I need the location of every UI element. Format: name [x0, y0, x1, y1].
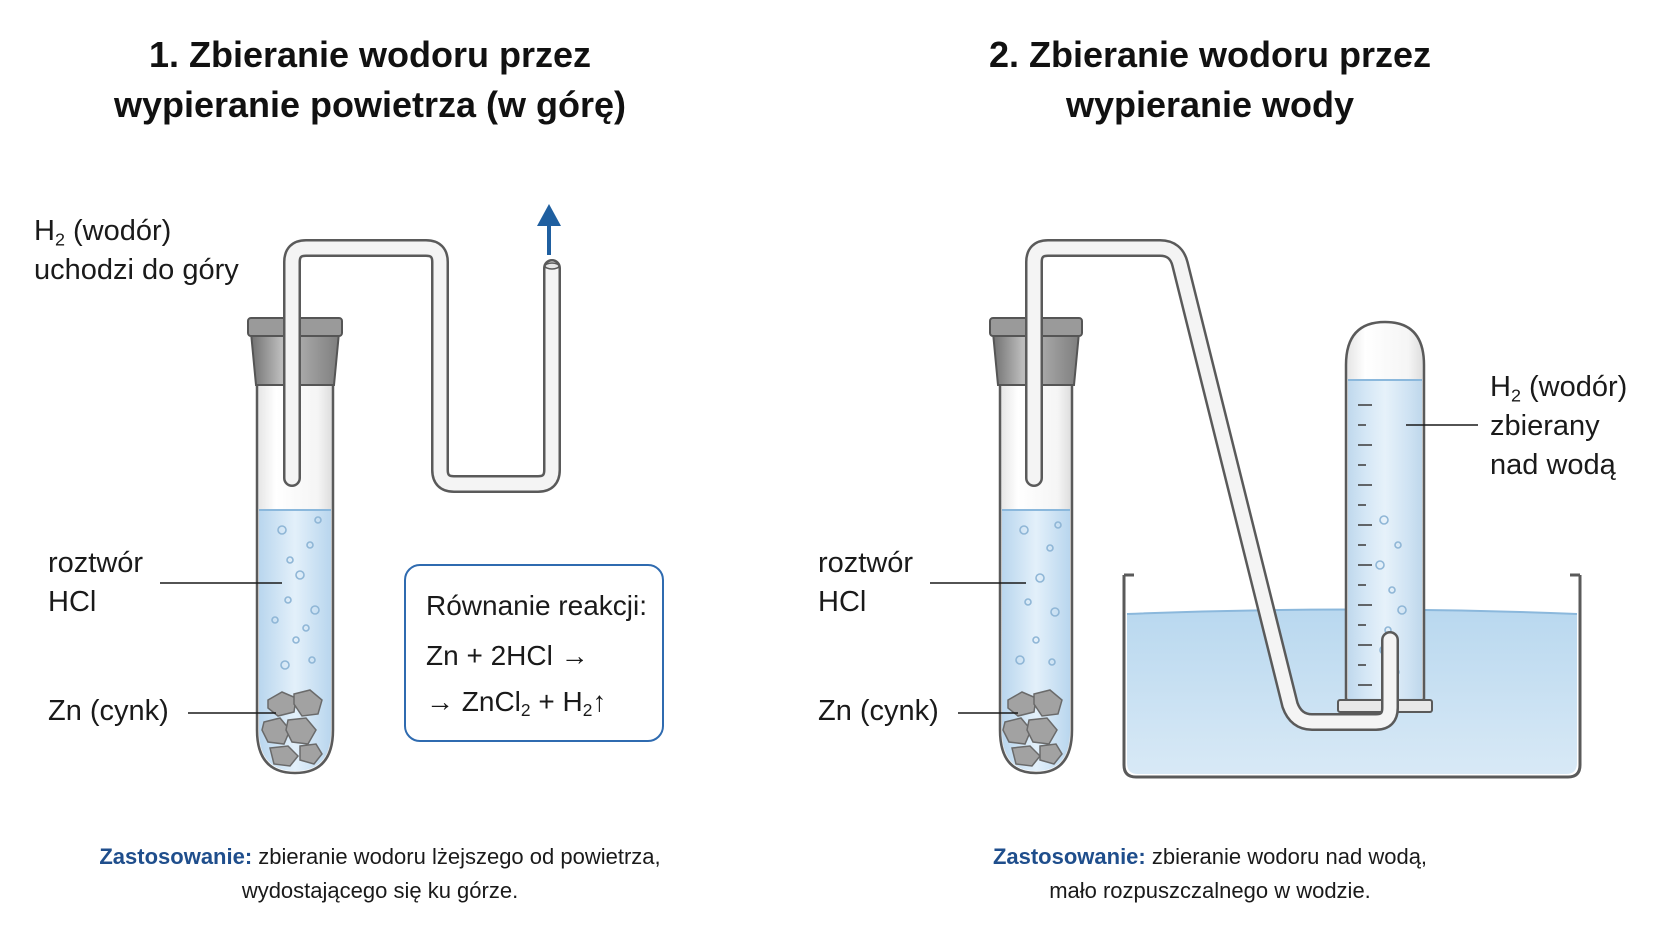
h2-symbol-2: H [1490, 371, 1511, 403]
usage-text-1a: zbieranie wodoru lżejszego od powietrza, [252, 844, 661, 869]
solution-label-2: roztwór HCl [818, 544, 913, 622]
panel-2-title-line1: 2. Zbieranie wodoru przez [988, 34, 1432, 75]
h2-symbol: H [34, 215, 55, 247]
delivery-tube-2 [1025, 239, 1399, 731]
solution-label-2-line2: HCl [818, 586, 867, 618]
panel-2-title: 2. Zbieranie wodoru przez wypieranie wod… [900, 30, 1520, 130]
h2-name-2: (wodór) [1520, 371, 1628, 403]
h2-collected-label-line2: zbierany [1490, 410, 1600, 442]
h2-collected-label-line1: H2 (wodór) [1490, 368, 1627, 407]
h2-name: (wodór) [64, 215, 172, 247]
solution-label-2-line1: roztwór [818, 547, 914, 579]
usage-note-1: Zastosowanie: zbieranie wodoru lżejszego… [40, 840, 720, 908]
delivery-tube-1 [283, 239, 561, 493]
equation-line2: → ZnCl2 + H2↑ [426, 682, 606, 721]
zinc-label-2: Zn (cynk) [818, 695, 939, 727]
bubbles-1 [271, 516, 322, 670]
equation-sub-1: 2 [520, 700, 531, 721]
h2-escapes-label-line1: H2 (wodór) [34, 212, 239, 251]
equation-line1: Zn + 2HCl → [426, 640, 589, 671]
h2-collected-label: H2 (wodór) zbierany nad wodą [1490, 368, 1627, 485]
h2-subscript-2: 2 [1510, 385, 1521, 406]
panel-1-title-line1: 1. Zbieranie wodoru przez [148, 34, 592, 75]
equation-box: Równanie reakcji: Zn + 2HCl → → ZnCl2 + … [404, 564, 664, 742]
usage-label-2: Zastosowanie: [992, 844, 1146, 869]
equation-product-h: + H [530, 686, 583, 717]
h2-escapes-label-line2: uchodzi do góry [34, 254, 239, 286]
h2-escapes-label: H2 (wodór) uchodzi do góry [34, 212, 239, 290]
solution-label-1-line2: HCl [48, 586, 97, 618]
zinc-label-1: Zn (cynk) [48, 695, 169, 727]
bubbles-2 [1015, 521, 1062, 666]
usage-text-1b: wydostającego się ku górze. [241, 878, 519, 903]
zinc-pieces-2 [1002, 689, 1063, 767]
panel-1-title: 1. Zbieranie wodoru przez wypieranie pow… [60, 30, 680, 130]
panel-1-title-line2: wypieranie powietrza (w górę) [113, 84, 627, 125]
graduation-marks [1358, 404, 1372, 686]
usage-note-2-line1: Zastosowanie: zbieranie wodoru nad wodą, [880, 840, 1540, 874]
h2-collected-label-line3: nad wodą [1490, 449, 1616, 481]
usage-text-2b: mało rozpuszczalnego w wodzie. [1049, 878, 1371, 903]
h2-subscript: 2 [54, 229, 65, 250]
solution-label-1-line1: roztwór [48, 547, 144, 579]
usage-label-1: Zastosowanie: [99, 844, 253, 869]
usage-text-2a: zbieranie wodoru nad wodą, [1145, 844, 1428, 869]
usage-note-2: Zastosowanie: zbieranie wodoru nad wodą,… [880, 840, 1540, 908]
solution-label-1: roztwór HCl [48, 544, 143, 622]
zinc-pieces-1 [261, 689, 323, 767]
usage-note-1-line1: Zastosowanie: zbieranie wodoru lżejszego… [40, 840, 720, 874]
equation-title: Równanie reakcji: [426, 590, 647, 621]
equation-gas-arrow: ↑ [592, 686, 607, 717]
arrow-up-icon [537, 204, 561, 255]
equation-product-zncl: → ZnCl [426, 686, 521, 717]
equation-sub-2: 2 [582, 700, 593, 721]
panel-2-title-line2: wypieranie wody [1065, 84, 1355, 125]
